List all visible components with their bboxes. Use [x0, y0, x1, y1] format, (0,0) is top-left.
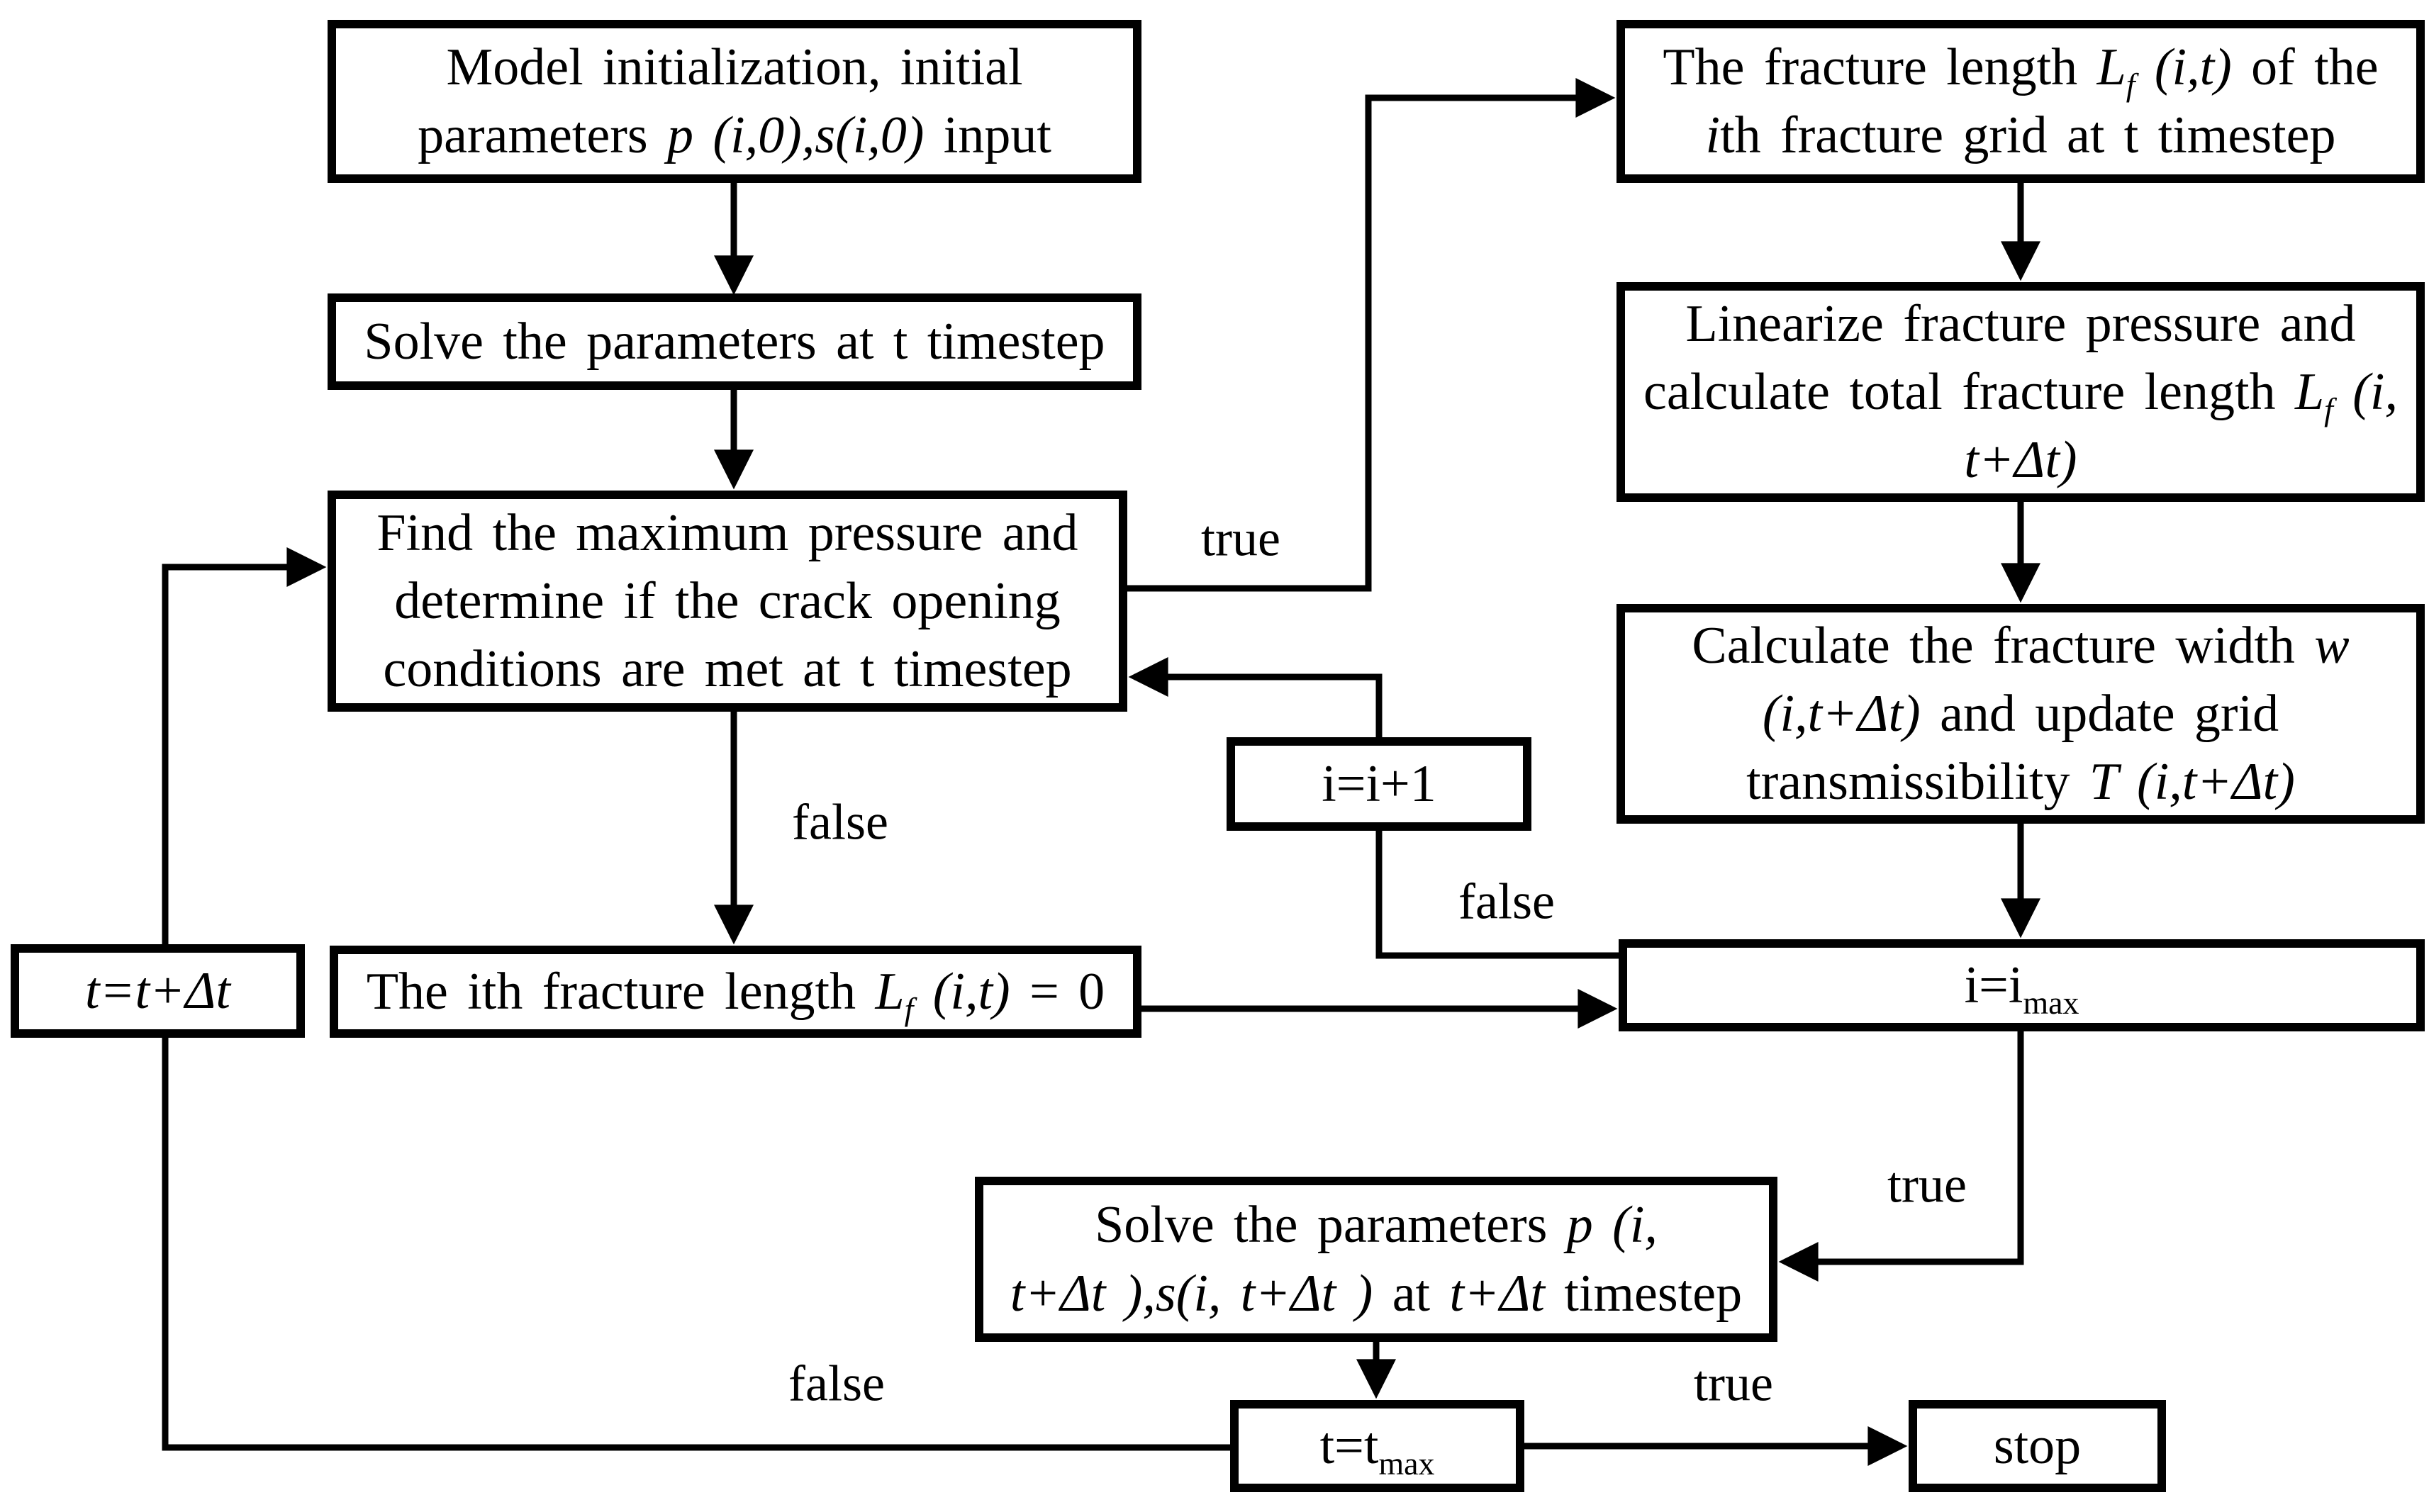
box-t-inc: t=t+Δt [11, 944, 305, 1038]
label-true-i-max: true [1887, 1156, 1967, 1214]
box-i-inc: i=i+1 [1227, 737, 1531, 831]
label-false-t-max: false [788, 1355, 885, 1412]
box-solve-t: Solve the parameters at t timestep [328, 293, 1141, 390]
label-true-t-max: true [1694, 1355, 1773, 1412]
box-lf-zero: The ith fracture length Lf (i,t) = 0 [330, 946, 1141, 1038]
arrow-i-inc-to-find-max [1128, 657, 1383, 737]
box-calc-width: Calculate the fracture width w(i,t+Δt) a… [1616, 604, 2425, 824]
label-false-crack-open: false [792, 793, 888, 851]
arrow-i-max-true-to-solve-tdt [1778, 1031, 2024, 1282]
box-solve-tdt: Solve the parameters p (i,t+Δt ),s(i, t+… [975, 1177, 1777, 1342]
arrow-find-max-true-to-frac-length [1127, 78, 1616, 592]
box-i-max: i=imax [1619, 939, 2425, 1031]
label-false-i-max: false [1458, 873, 1555, 930]
label-true-crack-open: true [1201, 510, 1280, 567]
line-i-max-false-to-i-inc [1375, 831, 1619, 959]
box-t-max: t=tmax [1230, 1400, 1524, 1492]
box-stop: stop [1909, 1400, 2166, 1492]
